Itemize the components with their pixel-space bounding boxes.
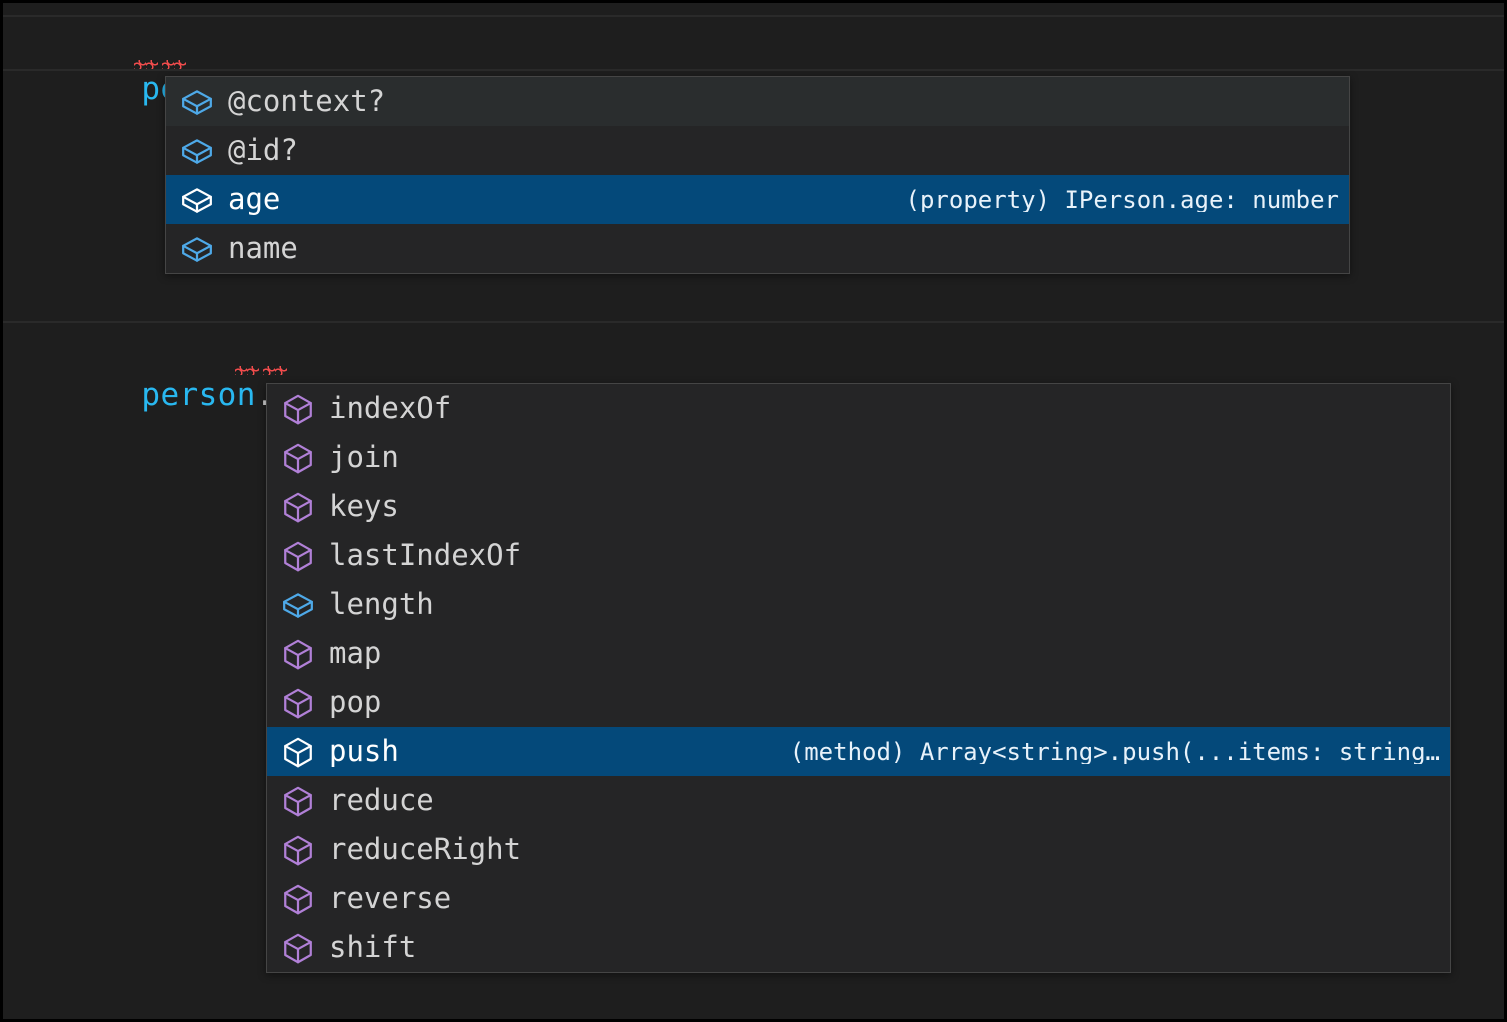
suggest-item[interactable]: name bbox=[166, 224, 1349, 273]
snippet-two: person.name.; bbox=[3, 321, 1504, 413]
method-cube-icon bbox=[284, 835, 312, 865]
property-cube-icon bbox=[182, 138, 212, 164]
suggest-item-label: shift bbox=[329, 930, 417, 964]
property-cube-icon bbox=[182, 89, 212, 115]
suggest-widget-person[interactable]: @context? @id? age (property) IPerson.age: … bbox=[165, 76, 1350, 274]
suggest-item[interactable]: keys bbox=[267, 482, 1450, 531]
suggest-item-label: lastIndexOf bbox=[329, 538, 522, 572]
method-cube-icon bbox=[284, 737, 312, 767]
suggest-item[interactable]: lastIndexOf bbox=[267, 531, 1450, 580]
method-cube-icon bbox=[284, 933, 312, 963]
suggest-item-label: @context? bbox=[228, 84, 386, 118]
suggest-item-label: indexOf bbox=[329, 391, 452, 425]
suggest-item-label: reduce bbox=[329, 783, 434, 817]
suggest-item[interactable]: map bbox=[267, 629, 1450, 678]
error-squiggle-dot-one bbox=[134, 60, 158, 69]
error-squiggle-dot-two bbox=[235, 366, 259, 375]
suggest-item-detail: (method) Array<string>.push(...items: st… bbox=[789, 739, 1440, 764]
suggest-item[interactable]: shift bbox=[267, 923, 1450, 972]
suggest-item[interactable]: age (property) IPerson.age: number bbox=[166, 175, 1349, 224]
method-cube-icon bbox=[284, 394, 312, 424]
property-cube-icon bbox=[283, 592, 313, 618]
suggest-item-detail: (property) IPerson.age: number bbox=[905, 187, 1339, 212]
property-cube-icon bbox=[182, 236, 212, 262]
snippet-one-bottom-rule bbox=[3, 69, 1504, 71]
error-squiggle-semicolon-one bbox=[162, 60, 186, 69]
method-cube-icon bbox=[284, 492, 312, 522]
suggest-widget-person-name[interactable]: indexOf join keys lastIndexOf length map pop pu… bbox=[266, 383, 1451, 973]
suggest-item[interactable]: @id? bbox=[166, 126, 1349, 175]
suggest-item-label: pop bbox=[329, 685, 382, 719]
suggest-item-label: @id? bbox=[228, 133, 298, 167]
method-cube-icon bbox=[284, 786, 312, 816]
method-cube-icon bbox=[284, 688, 312, 718]
suggest-item-label: push bbox=[329, 734, 399, 768]
suggest-item-label: map bbox=[329, 636, 382, 670]
method-cube-icon bbox=[284, 541, 312, 571]
method-cube-icon bbox=[284, 884, 312, 914]
snippet-one-top-rule bbox=[3, 15, 1504, 17]
suggest-item-label: reverse bbox=[329, 881, 452, 915]
suggest-item-label: length bbox=[329, 587, 434, 621]
suggest-item-label: name bbox=[228, 231, 298, 265]
suggest-item[interactable]: push (method) Array<string>.push(...items… bbox=[267, 727, 1450, 776]
suggest-item-label: age bbox=[228, 182, 281, 216]
suggest-item[interactable]: @context? bbox=[166, 77, 1349, 126]
suggest-item-label: keys bbox=[329, 489, 399, 523]
suggest-item[interactable]: indexOf bbox=[267, 384, 1450, 433]
snippet-two-top-rule bbox=[3, 321, 1504, 323]
code-token-variable-two: person bbox=[141, 377, 256, 413]
suggest-item-label: join bbox=[329, 440, 399, 474]
suggest-item[interactable]: join bbox=[267, 433, 1450, 482]
suggest-item[interactable]: reverse bbox=[267, 874, 1450, 923]
method-cube-icon bbox=[284, 443, 312, 473]
suggest-item[interactable]: pop bbox=[267, 678, 1450, 727]
method-cube-icon bbox=[284, 639, 312, 669]
error-squiggle-semicolon-two bbox=[263, 366, 287, 375]
suggest-item[interactable]: length bbox=[267, 580, 1450, 629]
suggest-item[interactable]: reduceRight bbox=[267, 825, 1450, 874]
property-cube-icon bbox=[182, 187, 212, 213]
suggest-item[interactable]: reduce bbox=[267, 776, 1450, 825]
suggest-item-label: reduceRight bbox=[329, 832, 522, 866]
